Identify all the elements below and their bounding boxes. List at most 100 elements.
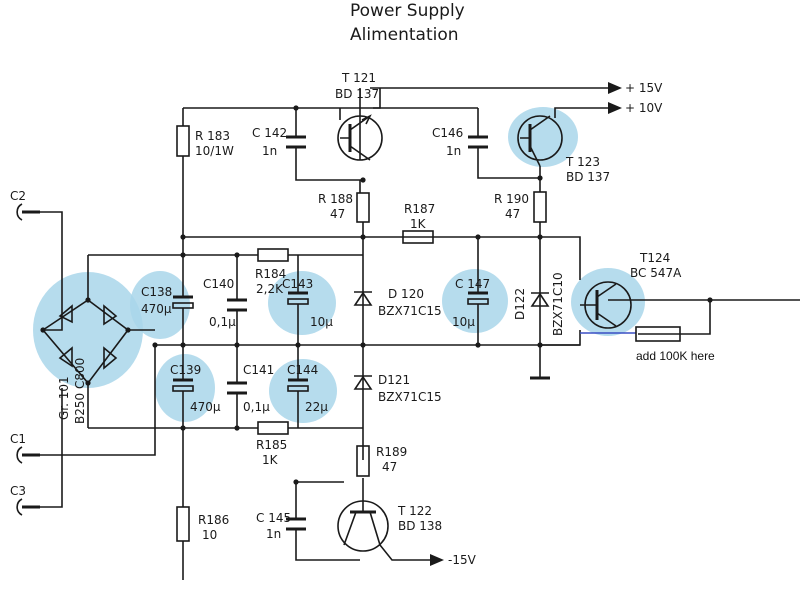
- label-rail-p15: + 15V: [625, 81, 663, 95]
- label-c143-ref: C143: [282, 277, 313, 291]
- label-t122-ref: T 122: [397, 504, 432, 518]
- transistor-t124: [580, 281, 632, 329]
- label-c142-ref: C 142: [252, 126, 287, 140]
- label-d120-ref: D 120: [388, 287, 424, 301]
- schematic-title: Power Supply: [350, 1, 465, 21]
- label-t121-part: BD 137: [335, 87, 379, 101]
- label-c140-ref: C140: [203, 277, 234, 291]
- resistor-r184: [257, 248, 289, 262]
- label-c146-value: 1n: [446, 144, 461, 158]
- label-r187-value: 1K: [410, 217, 427, 231]
- highlights: [33, 107, 645, 423]
- label-d120-part: BZX71C15: [378, 304, 442, 318]
- label-c145-ref: C 145: [256, 511, 291, 525]
- capacitor-c140: [227, 298, 247, 312]
- rail-arrows: [430, 82, 622, 566]
- label-c139-value: 470µ: [190, 400, 221, 414]
- label-c145-value: 1n: [266, 527, 281, 541]
- label-r183-ref: R 183: [195, 129, 230, 143]
- highlight-c147: [442, 269, 508, 333]
- label-r184-value: 2,2K: [256, 282, 284, 296]
- label-t121-ref: T 121: [341, 71, 376, 85]
- capacitor-c141: [227, 381, 247, 395]
- label-d122-ref: D122: [513, 288, 527, 320]
- label-c139-ref: C139: [170, 363, 201, 377]
- label-c146-ref: C146: [432, 126, 463, 140]
- label-c147-value: 10µ: [452, 315, 475, 329]
- label-c141-value: 0,1µ: [243, 400, 270, 414]
- label-r185-value: 1K: [262, 453, 279, 467]
- label-t124-part: BC 547A: [630, 266, 682, 280]
- bridge-rectifier-gr101: [41, 299, 130, 385]
- label-c144-value: 22µ: [305, 400, 328, 414]
- label-gr101-ref: Gr. 101: [57, 376, 71, 420]
- label-t124-ref: T124: [639, 251, 670, 265]
- capacitor-c142: [286, 135, 306, 149]
- resistor-r188: [356, 192, 370, 223]
- highlight-c139: [155, 354, 215, 422]
- transistor-t122: [337, 500, 389, 552]
- label-r188-value: 47: [330, 207, 345, 221]
- label-d122-part: BZX71C10: [551, 272, 565, 336]
- connector-c3-symbol: [16, 498, 23, 516]
- label-c143-value: 10µ: [310, 315, 333, 329]
- label-t123-ref: T 123: [565, 155, 600, 169]
- labels: C2 C1 C3 + 15V + 10V -15V T 121 BD 137 T…: [10, 71, 715, 567]
- highlight-c138: [130, 271, 190, 339]
- label-c144-ref: C144: [287, 363, 318, 377]
- transistor-t123: [517, 115, 563, 167]
- label-c140-value: 0,1µ: [209, 315, 236, 329]
- resistor-r190: [533, 191, 547, 223]
- annotation-add-resistor: add 100K here: [636, 349, 715, 363]
- junctions: [40, 105, 713, 485]
- label-c141-ref: C141: [243, 363, 274, 377]
- label-r185-ref: R185: [256, 438, 287, 452]
- capacitors: [172, 130, 489, 538]
- label-d121-part: BZX71C15: [378, 390, 442, 404]
- label-c3: C3: [10, 484, 26, 498]
- resistors: [176, 125, 681, 542]
- connectors: [16, 203, 40, 516]
- label-c138-value: 470µ: [141, 302, 172, 316]
- arrow-plus15: [608, 82, 622, 94]
- label-gr101-part: B250 C800: [73, 358, 87, 424]
- resistor-r187: [402, 230, 434, 244]
- schematic-subtitle: Alimentation: [350, 25, 459, 45]
- zener-d122: [530, 292, 550, 307]
- arrow-plus10: [608, 102, 622, 114]
- label-d121-ref: D121: [378, 373, 410, 387]
- label-rail-p10: + 10V: [625, 101, 663, 115]
- label-r186-ref: R186: [198, 513, 229, 527]
- label-r189-ref: R189: [376, 445, 407, 459]
- zener-d121: [353, 375, 373, 390]
- connector-c2-symbol: [16, 203, 23, 221]
- label-c2: C2: [10, 189, 26, 203]
- transistor-t121: [337, 114, 383, 161]
- label-c138-ref: C138: [141, 285, 172, 299]
- resistor-100k: [635, 326, 681, 342]
- zener-d120: [353, 291, 373, 306]
- label-r188-ref: R 188: [318, 192, 353, 206]
- connector-c1-symbol: [16, 446, 23, 464]
- label-c147-ref: C 147: [455, 277, 490, 291]
- diodes: [353, 291, 550, 390]
- resistor-r189: [356, 445, 370, 477]
- resistor-r183: [176, 125, 190, 157]
- label-r187-ref: R187: [404, 202, 435, 216]
- label-r186-value: 10: [202, 528, 217, 542]
- highlight-c143: [268, 271, 336, 335]
- label-t123-part: BD 137: [566, 170, 610, 184]
- label-r189-value: 47: [382, 460, 397, 474]
- label-c142-value: 1n: [262, 144, 277, 158]
- arrow-minus15: [430, 554, 444, 566]
- resistor-r185: [257, 421, 289, 435]
- label-r183-value: 10/1W: [195, 144, 234, 158]
- label-t122-part: BD 138: [398, 519, 442, 533]
- label-r190-value: 47: [505, 207, 520, 221]
- label-rail-n15: -15V: [448, 553, 477, 567]
- label-r184-ref: R184: [255, 267, 286, 281]
- resistor-r186: [176, 506, 190, 542]
- capacitor-c146: [468, 135, 488, 149]
- label-r190-ref: R 190: [494, 192, 529, 206]
